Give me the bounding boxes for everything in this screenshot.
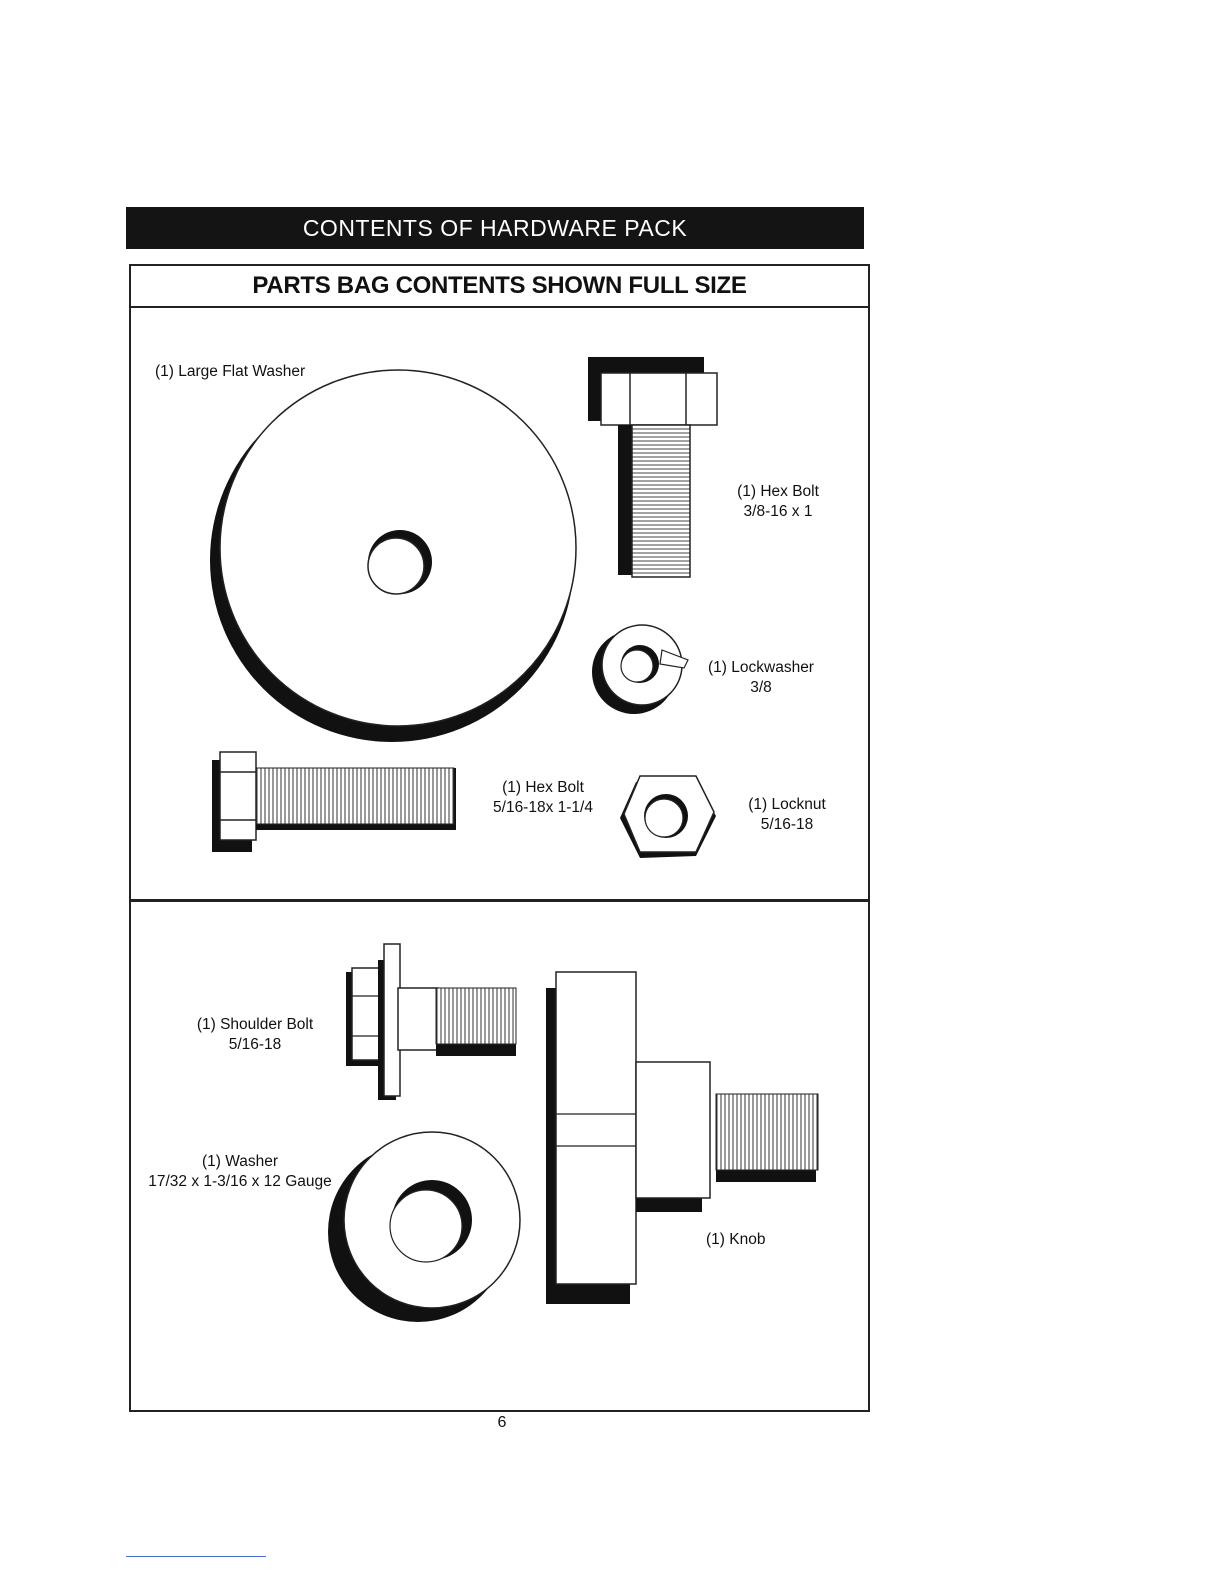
large-flat-washer-drawing [210, 370, 576, 742]
hex-bolt-38-drawing [588, 357, 717, 577]
locknut-drawing [620, 776, 716, 858]
shoulder-bolt-label: (1) Shoulder Bolt 5/16-18 [180, 1015, 330, 1055]
footer-rule [126, 1556, 266, 1557]
page-number: 6 [490, 1414, 514, 1432]
lockwasher-drawing [592, 625, 688, 714]
hex-bolt-516-label: (1) Hex Bolt 5/16-18x 1-1/4 [478, 778, 608, 818]
knob-drawing [546, 972, 818, 1304]
large-flat-washer-label: (1) Large Flat Washer [155, 362, 305, 382]
hex-bolt-38-label: (1) Hex Bolt 3/8-16 x 1 [718, 482, 838, 522]
locknut-label: (1) Locknut 5/16-18 [732, 795, 842, 835]
hex-bolt-516-drawing [212, 752, 456, 852]
shoulder-bolt-drawing [346, 944, 516, 1100]
washer-drawing [328, 1132, 520, 1322]
washer-label: (1) Washer 17/32 x 1-3/16 x 12 Gauge [140, 1152, 340, 1192]
lockwasher-label: (1) Lockwasher 3/8 [696, 658, 826, 698]
knob-label: (1) Knob [706, 1230, 765, 1250]
